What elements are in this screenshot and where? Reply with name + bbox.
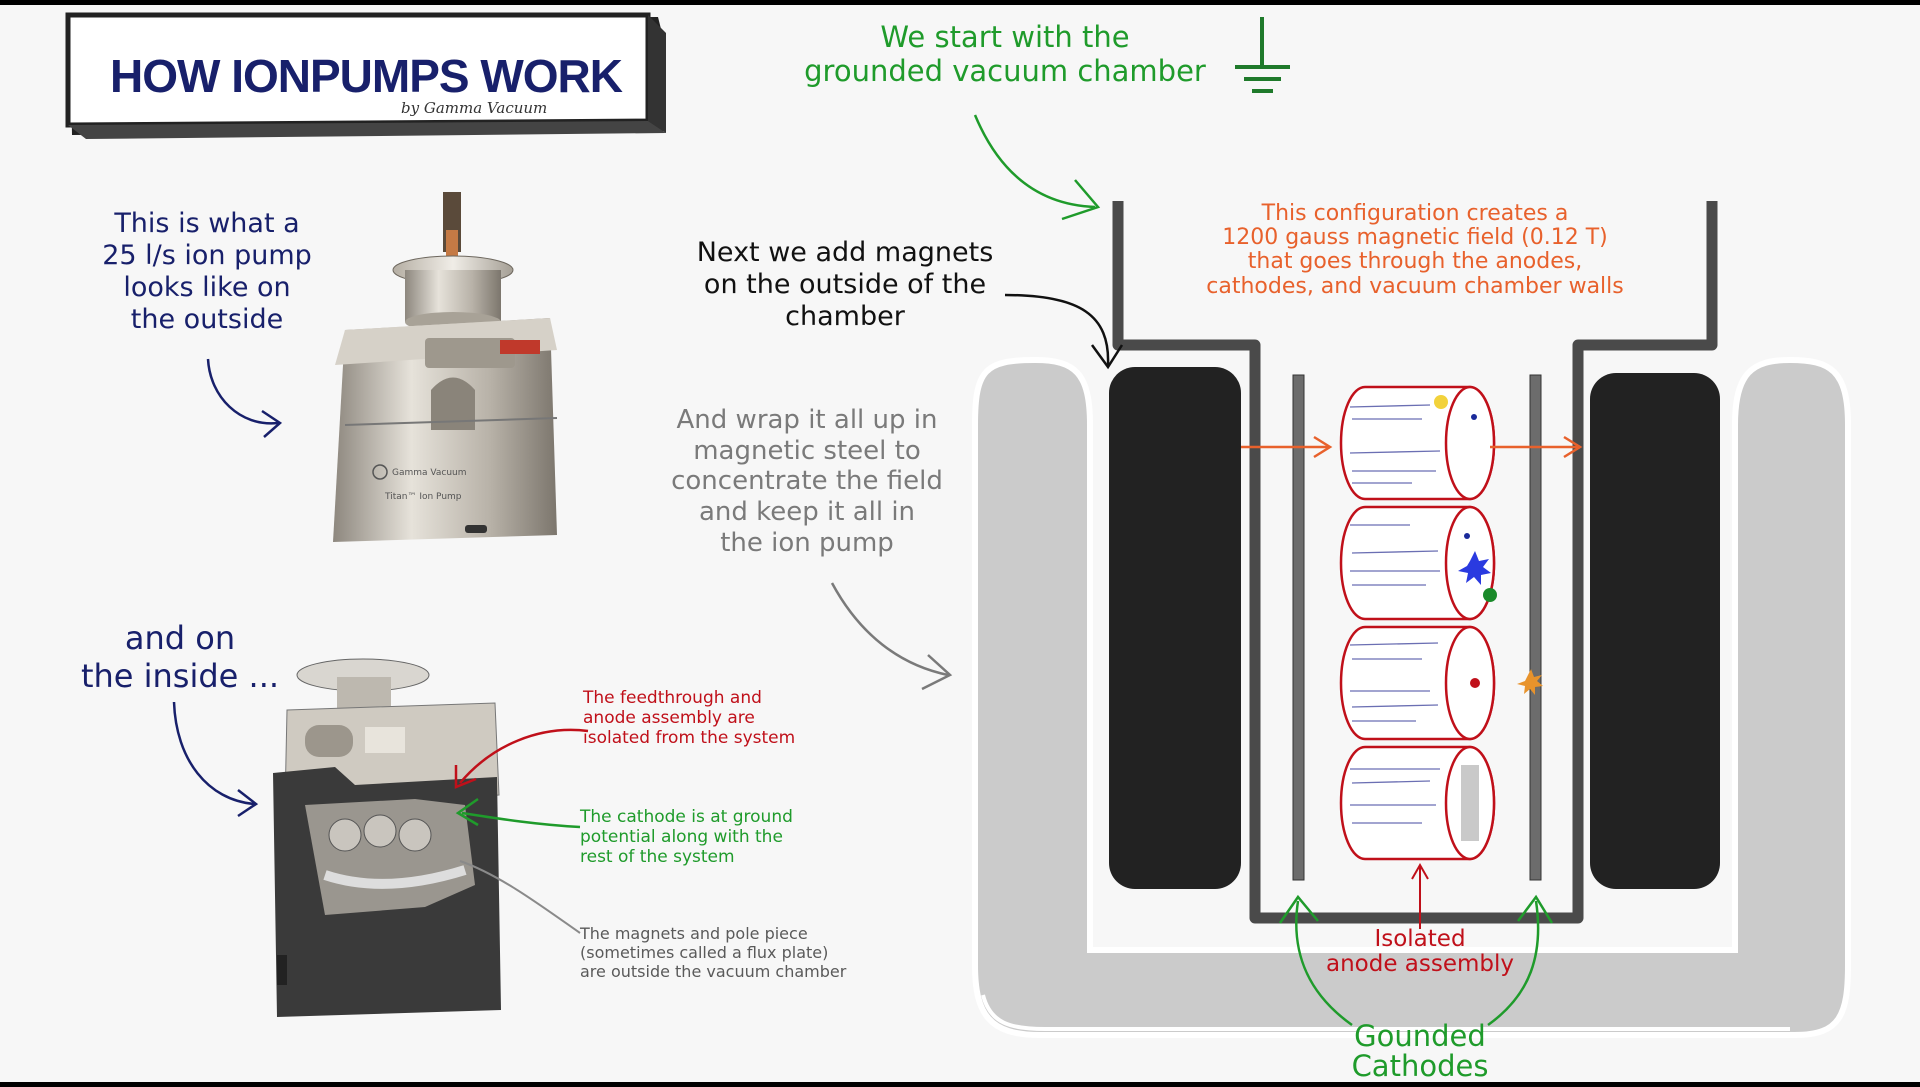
left-magnet (1109, 367, 1241, 889)
inside-arrow (172, 701, 259, 818)
steel-caption-line: And wrap it all up in (676, 405, 938, 435)
cathode-label-line: Cathodes (1351, 1049, 1489, 1082)
steel-caption-line: concentrate the field (671, 466, 943, 497)
magnets-caption-arrow (1004, 293, 1124, 370)
sputter-burst-icon (1517, 669, 1543, 695)
anode-label-line: anode assembly (1325, 951, 1515, 978)
magnets-caption-line: chamber (785, 300, 905, 332)
cutaway-arrows (454, 728, 589, 934)
feedthrough-note-line: anode assembly are (583, 708, 755, 729)
pump-model-label: Titan™ Ion Pump (384, 492, 462, 502)
cathode-note-line: rest of the system (580, 847, 735, 868)
field-caption-line: This configuration creates a (1261, 201, 1569, 226)
cathode-label-arrows (1278, 894, 1554, 1027)
vacuum-chamber-wall (1112, 201, 1718, 924)
byline: by Gamma Vacuum (401, 99, 548, 117)
pump-cutaway-image (273, 658, 501, 1017)
magnets-caption-line: Next we add magnets (696, 237, 994, 268)
cathode-label: Gounded Cathodes (1300, 1021, 1540, 1082)
right-cathode-plate (1529, 374, 1542, 881)
outside-caption-line: looks like on (123, 271, 291, 303)
field-caption-line: cathodes, and vacuum chamber walls (1206, 273, 1624, 299)
pump-brand-label: Gamma Vacuum (392, 468, 467, 478)
page-title: HOW IONPUMPS WORK (110, 50, 623, 102)
anode-label: Isolated anode assembly (1300, 926, 1540, 978)
ground-icon (1235, 17, 1290, 93)
field-caption: This configuration creates a 1200 gauss … (1160, 201, 1670, 299)
magnets-note: The magnets and pole piece (sometimes ca… (580, 924, 847, 982)
pump-exterior-image: Gamma Vacuum Titan™ Ion Pump (333, 192, 558, 542)
title-box-frame (65, 12, 666, 139)
outside-caption-line: the outside (130, 303, 284, 335)
ground-caption-line: We start with the (880, 20, 1130, 54)
ground-caption-line: grounded vacuum chamber (804, 54, 1206, 89)
title-box: HOW IONPUMPS WORK by Gamma Vacuum (65, 12, 666, 139)
ion-pump-schematic (830, 17, 1851, 1038)
magnets-note-line: (sometimes called a flux plate) (580, 942, 829, 962)
cathode-note-line: The cathode is at ground (580, 807, 793, 827)
outside-caption-line: 25 l/s ion pump (102, 239, 312, 271)
steel-caption-line: the ion pump (720, 527, 894, 558)
cathode-note: The cathode is at ground potential along… (580, 807, 793, 867)
feedthrough-note-line: isolated from the system (583, 728, 796, 749)
lightbulb-icon (1434, 395, 1448, 409)
magnetic-steel-yoke (972, 356, 1851, 1038)
field-caption-line: that goes through the anodes, (1247, 249, 1583, 275)
cathode-note-line: potential along with the (580, 827, 783, 848)
anode-label-line: Isolated (1374, 926, 1466, 952)
inside-caption: and on the inside ... (70, 619, 290, 696)
outside-arrow (206, 358, 283, 438)
ground-caption: We start with the grounded vacuum chambe… (780, 20, 1230, 88)
field-caption-line: 1200 gauss magnetic field (0.12 T) (1222, 225, 1608, 251)
outside-caption-line: This is what a (114, 208, 300, 239)
magnets-note-line: are outside the vacuum chamber (580, 961, 847, 981)
anode-cell-4 (1339, 745, 1496, 861)
magnets-note-line: The magnets and pole piece (580, 924, 808, 943)
magnets-caption-line: on the outside of the (703, 268, 987, 300)
steel-caption-line: magnetic steel to (693, 435, 921, 466)
magnets-caption: Next we add magnets on the outside of th… (670, 237, 1020, 333)
anode-cell-3 (1339, 625, 1496, 741)
steel-caption-arrow (830, 582, 953, 691)
inside-caption-line: and on (124, 619, 236, 657)
cathode-label-line: Gounded (1354, 1019, 1486, 1053)
collision-burst-icon (1458, 551, 1491, 585)
diagram-canvas: HOW IONPUMPS WORK by Gamma Vacuum This i… (0, 5, 1920, 1082)
right-magnet (1590, 373, 1720, 889)
left-cathode-plate (1292, 374, 1305, 881)
anode-label-arrow (1411, 862, 1429, 929)
cell-scribbles (1349, 404, 1441, 824)
inside-caption-line: the inside ... (80, 656, 280, 695)
feedthrough-note: The feedthrough and anode assembly are i… (583, 688, 795, 748)
steel-caption-line: and keep it all in (698, 497, 916, 528)
outside-caption: This is what a 25 l/s ion pump looks lik… (82, 208, 332, 335)
ground-caption-arrow (973, 114, 1101, 221)
feedthrough-note-line: The feedthrough and (583, 688, 762, 708)
steel-caption: And wrap it all up in magnetic steel to … (652, 405, 962, 558)
field-arrows (1241, 435, 1583, 459)
anode-cell-1 (1339, 385, 1496, 501)
